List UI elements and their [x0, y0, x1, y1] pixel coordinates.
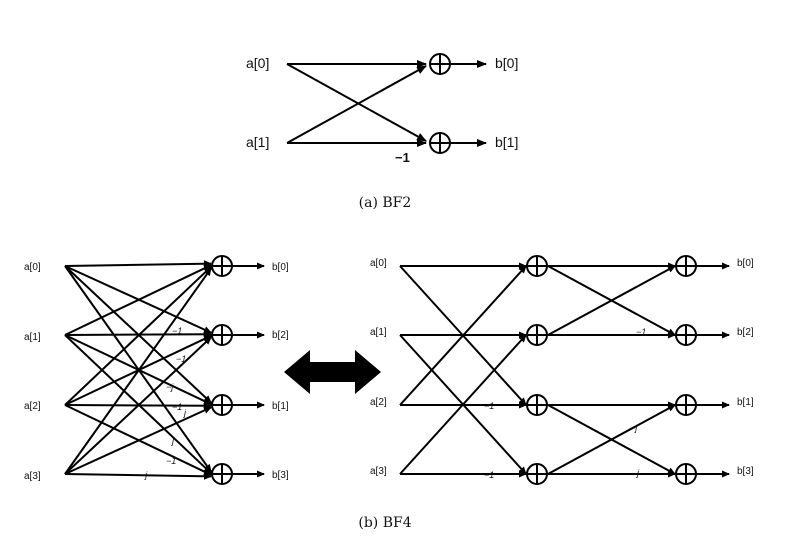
- bf4-direct-diagram: a[0] a[1] a[2] a[3] −1 −1 −j −1 j j −1 −…: [24, 255, 289, 485]
- bf4-right-output-b0: b[0]: [737, 258, 754, 269]
- bf4-left-edge: [64, 260, 212, 268]
- bf2-edge-a0-b1: [286, 63, 427, 142]
- bf4-left-edge: [64, 406, 212, 475]
- bf4-right-output-b3: b[3]: [737, 466, 754, 477]
- adder-node-icon: [675, 394, 697, 416]
- bf4-left-input-a1: a[1]: [24, 332, 41, 343]
- adder-node-icon: [526, 463, 548, 485]
- bf2-output-b0: b[0]: [495, 55, 518, 71]
- adder-node-icon: [211, 255, 233, 277]
- bf4-right-input-a2: a[2]: [370, 397, 387, 408]
- bf4-left-weight: −j: [140, 470, 148, 480]
- bf4-left-weight: j: [171, 436, 175, 446]
- bf2-input-a1: a[1]: [246, 134, 269, 150]
- bf2-diagram: a[0] a[1] −1 b[0] b[1]: [246, 53, 518, 165]
- bf4-left-input-a2: a[2]: [24, 401, 41, 412]
- bf4-left-input-a0: a[0]: [24, 262, 41, 273]
- bf4-right-input-a3: a[3]: [370, 466, 387, 477]
- bf2-edge-a1-b0: [286, 65, 427, 144]
- bf4-right-stage2-edge: [547, 404, 676, 475]
- bf4-right-stage1-edge: [399, 334, 527, 475]
- bf4-right-weight: −1: [484, 401, 494, 411]
- bf4-left-edge: [64, 336, 212, 475]
- caption-b: (b) BF4: [358, 515, 411, 531]
- bf4-left-edge: [64, 472, 212, 480]
- adder-node-icon: [211, 394, 233, 416]
- bf4-left-output-b0: b[0]: [272, 262, 289, 273]
- adder-node-icon: [675, 463, 697, 485]
- bf4-left-output-b2: b[2]: [272, 330, 289, 341]
- bf4-left-weight: −j: [166, 382, 174, 392]
- bf2-output-b1: b[1]: [495, 134, 518, 150]
- adder-node-icon: [429, 53, 451, 75]
- bf4-left-weight: −1: [172, 326, 182, 336]
- bf4-right-edges: [399, 255, 730, 485]
- adder-node-icon: [675, 255, 697, 277]
- adder-node-icon: [211, 463, 233, 485]
- bf4-left-weight: −1: [172, 402, 182, 412]
- bf4-right-stage2-edge: [547, 265, 676, 336]
- bf4-left-edges: [64, 255, 265, 485]
- bf4-right-input-a1: a[1]: [370, 327, 387, 338]
- caption-a: (a) BF2: [359, 195, 412, 211]
- bf4-left-edge: [64, 267, 212, 475]
- bf2-input-a0: a[0]: [246, 55, 269, 71]
- bf4-right-weight: −j: [630, 423, 638, 433]
- bf4-right-output-b1: b[1]: [737, 397, 754, 408]
- bf4-right-output-b2: b[2]: [737, 327, 754, 338]
- bf4-right-weight: −1: [484, 470, 494, 480]
- bf4-left-input-a3: a[3]: [24, 471, 41, 482]
- bf4-right-input-a0: a[0]: [370, 258, 387, 269]
- bf4-left-edge: [64, 266, 212, 406]
- bf4-left-output-b1: b[1]: [272, 401, 289, 412]
- bf4-radix2-diagram: a[0] a[1] a[2] a[3] −1 −1 −1 −j j b[0] b…: [370, 255, 754, 485]
- bf4-left-edge: [64, 264, 212, 336]
- adder-node-icon: [675, 324, 697, 346]
- bf4-right-weight: j: [636, 468, 640, 478]
- double-arrow-icon: [284, 350, 381, 394]
- bf4-left-weight: −1: [176, 354, 186, 364]
- adder-node-icon: [526, 394, 548, 416]
- adder-node-icon: [211, 324, 233, 346]
- adder-node-icon: [526, 324, 548, 346]
- adder-node-icon: [526, 255, 548, 277]
- bf2-twiddle-label: −1: [395, 150, 410, 165]
- bf4-left-output-b3: b[3]: [272, 470, 289, 481]
- bf4-right-weight: −1: [636, 327, 646, 337]
- bf4-left-weight: j: [183, 408, 187, 418]
- bf4-left-edge: [64, 334, 212, 474]
- bf4-left-weight: −1: [166, 456, 176, 466]
- adder-node-icon: [429, 132, 451, 154]
